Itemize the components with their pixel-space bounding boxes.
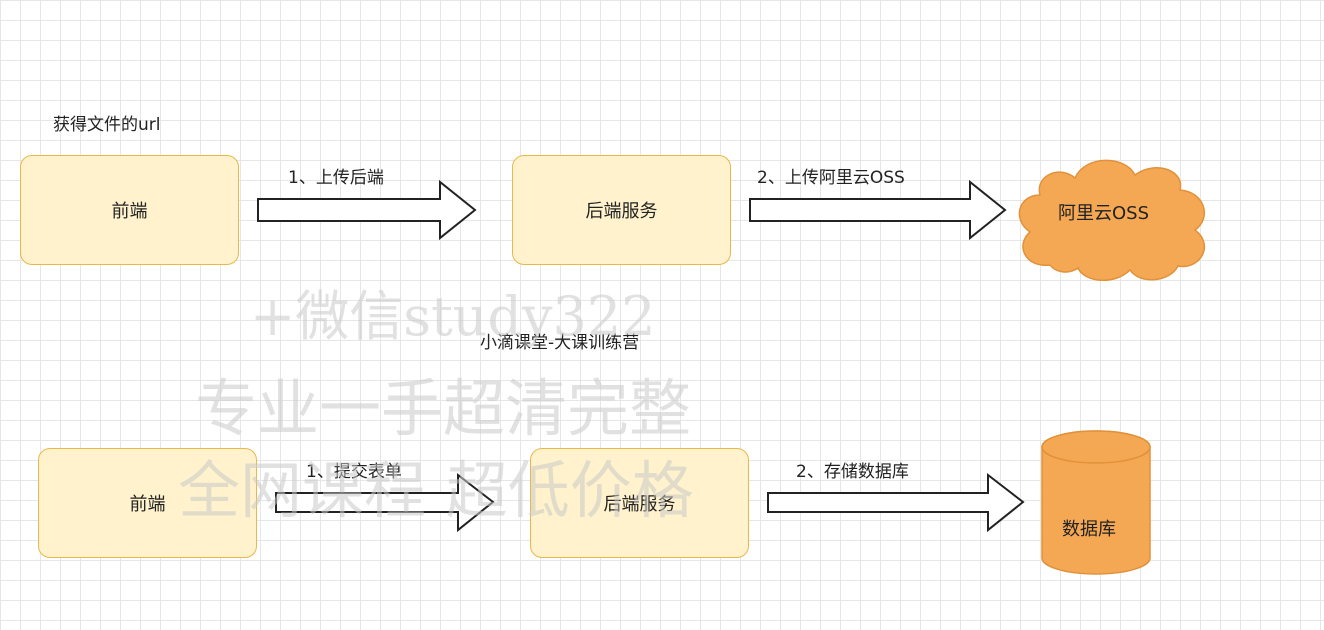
database-top (1041, 430, 1151, 464)
arrow-upload-to-oss (749, 179, 1007, 241)
upload-to-oss-label: 2、上传阿里云OSS (757, 168, 905, 188)
backend-service-label-2: 后端服务 (603, 494, 676, 515)
submit-form-label: 1、提交表单 (306, 462, 402, 482)
arrow-store-database (767, 472, 1025, 533)
upload-to-backend-label: 1、上传后端 (288, 168, 384, 188)
database-label: 数据库 (1062, 519, 1116, 540)
backend-service-box-2: 后端服务 (530, 448, 749, 558)
top-caption: 获得文件的url (53, 115, 161, 135)
frontend-box: 前端 (20, 155, 239, 265)
store-database-label: 2、存储数据库 (796, 462, 909, 482)
frontend-label-2: 前端 (129, 494, 166, 515)
frontend-box-2: 前端 (38, 448, 257, 558)
cloud-label: 阿里云OSS (1058, 203, 1150, 224)
backend-service-label: 后端服务 (585, 201, 658, 222)
arrow-upload-to-backend (257, 179, 477, 241)
backend-service-box: 后端服务 (512, 155, 731, 265)
frontend-label: 前端 (111, 201, 148, 222)
cloud-shape (1018, 159, 1206, 282)
arrow-submit-form (275, 472, 495, 533)
middle-caption: 小滴课堂-大课训练营 (480, 333, 640, 353)
